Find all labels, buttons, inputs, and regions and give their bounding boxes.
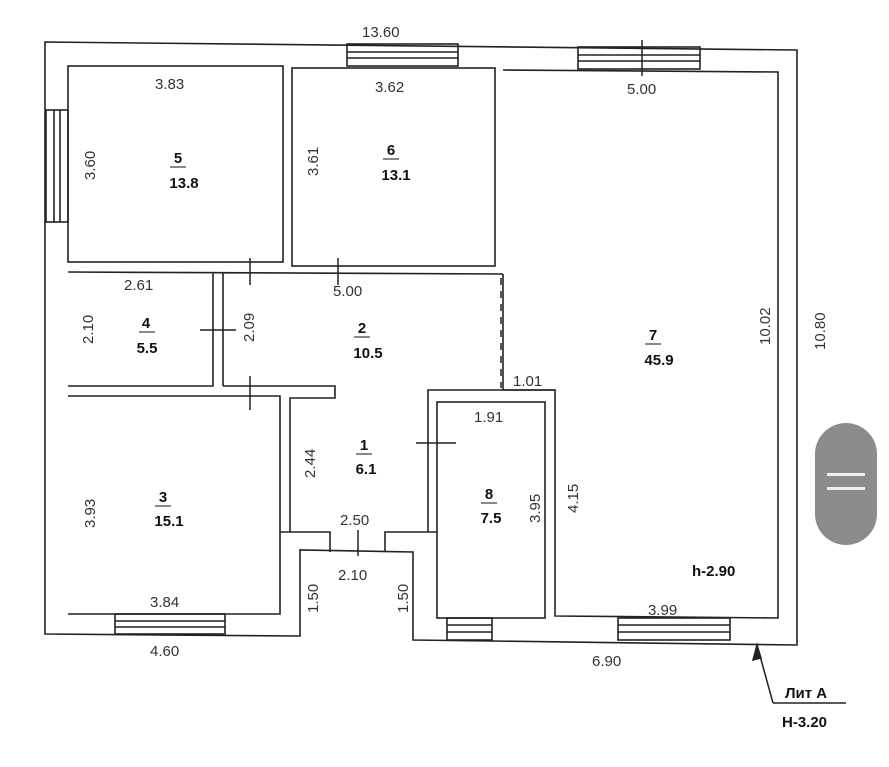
dim-r5-h: 3.60 xyxy=(82,151,99,180)
window-top-2 xyxy=(577,46,701,70)
window-bottom-1 xyxy=(114,613,226,635)
lit-label: Лит А xyxy=(785,685,827,702)
room-4-label: 45.5 xyxy=(137,315,158,357)
room-8-wall xyxy=(427,389,555,532)
hall-wall xyxy=(67,271,504,615)
dim-bottom-left: 4.60 xyxy=(150,643,179,660)
svg-text:10.5: 10.5 xyxy=(353,345,382,362)
svg-text:6.1: 6.1 xyxy=(356,461,377,478)
room-6-label: 613.1 xyxy=(381,142,410,184)
dim-r7-inner: 4.15 xyxy=(565,484,582,513)
ceiling-height: h-2.90 xyxy=(692,563,735,580)
svg-text:7: 7 xyxy=(649,327,657,344)
window-bottom-3 xyxy=(617,617,731,641)
dim-r8-h: 3.95 xyxy=(527,494,544,523)
leader-arrow xyxy=(751,642,846,704)
svg-text:15.1: 15.1 xyxy=(154,513,183,530)
dim-r4-w: 2.61 xyxy=(124,277,153,294)
room-7-label: 745.9 xyxy=(644,327,673,369)
svg-text:7.5: 7.5 xyxy=(481,510,502,527)
window-top-1 xyxy=(346,43,459,67)
room-3-label: 315.1 xyxy=(154,489,183,530)
dim-entry-w: 2.10 xyxy=(338,567,367,584)
room-2-label: 210.5 xyxy=(353,320,382,362)
room-6-outline xyxy=(291,67,496,267)
svg-text:4: 4 xyxy=(142,315,151,332)
dim-right: 10.80 xyxy=(812,312,829,350)
dim-r6-h: 3.61 xyxy=(305,147,322,176)
dim-r1-h: 2.44 xyxy=(302,449,319,478)
svg-text:3: 3 xyxy=(159,489,167,506)
dim-r8-w: 1.91 xyxy=(474,409,503,426)
dim-r6-w: 3.62 xyxy=(375,79,404,96)
dim-top: 13.60 xyxy=(362,24,400,41)
room-8-label: 87.5 xyxy=(481,486,502,527)
dim-r3-w: 3.84 xyxy=(150,594,179,611)
drag-handle[interactable] xyxy=(815,423,877,545)
room-5-label: 513.8 xyxy=(169,150,198,192)
door-marks xyxy=(200,40,643,556)
svg-text:2: 2 xyxy=(358,320,366,337)
building-height: H-3.20 xyxy=(782,714,827,731)
window-left xyxy=(45,109,69,223)
outer-wall xyxy=(44,41,798,646)
dim-r7-top: 5.00 xyxy=(627,81,656,98)
handle-grip-icon xyxy=(827,487,865,490)
dim-r7-step: 1.01 xyxy=(513,373,542,390)
svg-text:5: 5 xyxy=(174,150,182,167)
svg-text:13.8: 13.8 xyxy=(169,175,198,192)
dim-r4-h: 2.10 xyxy=(80,315,97,344)
dim-r5-w: 3.83 xyxy=(155,76,184,93)
svg-text:1: 1 xyxy=(360,437,368,454)
dim-entry-l: 1.50 xyxy=(305,584,322,613)
dim-r7-h: 10.02 xyxy=(757,307,774,345)
dim-entry-r: 1.50 xyxy=(395,584,412,613)
handle-grip-icon xyxy=(827,473,865,476)
dim-r3-h: 3.93 xyxy=(82,499,99,528)
dim-bottom-right: 6.90 xyxy=(592,653,621,670)
window-bottom-2 xyxy=(446,617,493,641)
svg-text:45.9: 45.9 xyxy=(644,352,673,369)
room-1-label: 16.1 xyxy=(356,437,377,478)
dim-r2-w: 5.00 xyxy=(333,283,362,300)
svg-text:6: 6 xyxy=(387,142,395,159)
dim-r2-h: 2.09 xyxy=(241,313,258,342)
svg-text:5.5: 5.5 xyxy=(137,340,158,357)
svg-text:8: 8 xyxy=(485,486,493,503)
svg-text:13.1: 13.1 xyxy=(381,167,410,184)
dim-r7-bottom: 3.99 xyxy=(648,602,677,619)
dim-r1-w: 2.50 xyxy=(340,512,369,529)
